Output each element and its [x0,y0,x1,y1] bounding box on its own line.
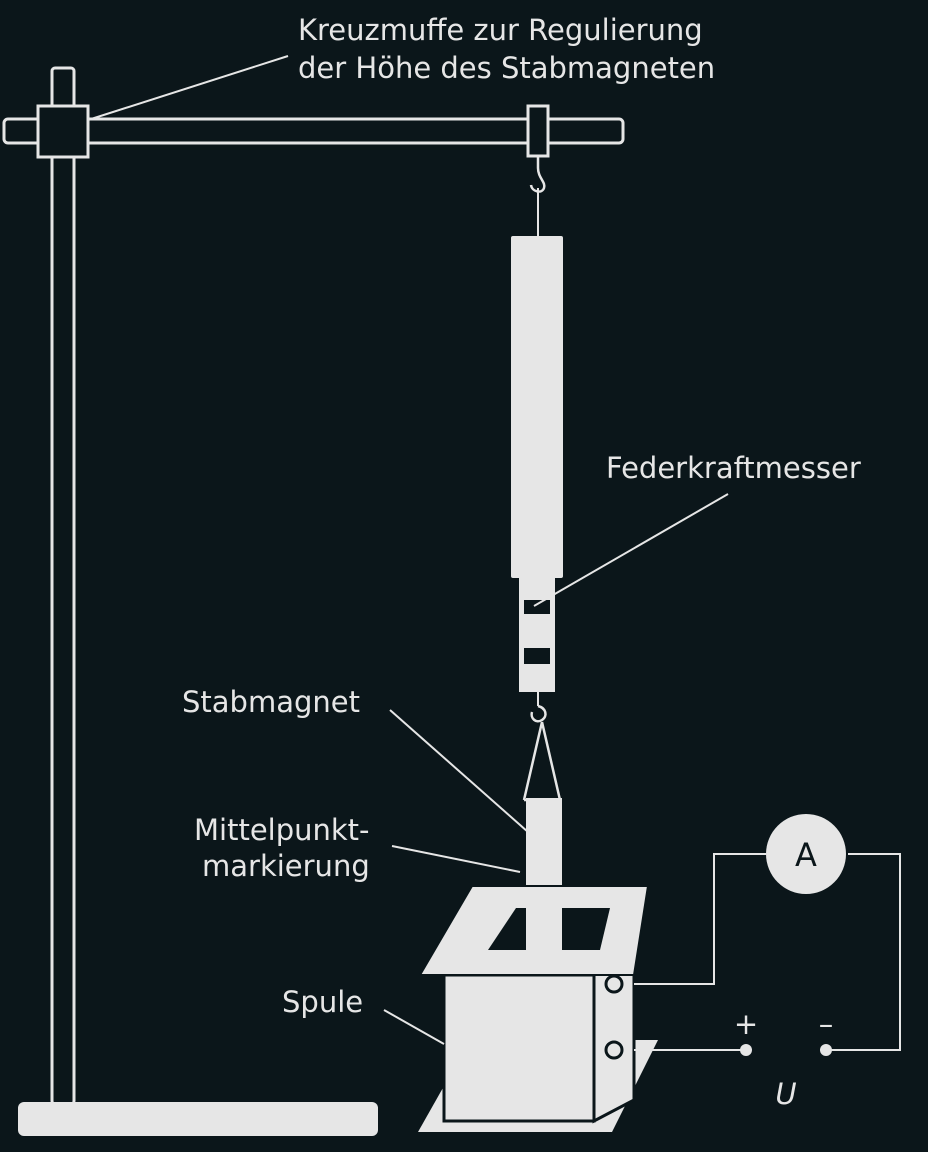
hanger-clamp [526,104,550,158]
leader-stabmagnet [389,709,529,833]
wire-from-ammeter [826,853,901,1051]
leader-federkraftmesser [533,493,729,607]
voltage-label: U [775,1077,796,1111]
leader-spule [383,1009,445,1045]
hook-top-icon [529,156,546,193]
bar-magnet-inside [526,908,562,950]
suspension-strings [522,721,562,802]
terminal-top-icon [604,974,624,994]
stand-rod [50,66,76,1106]
plus-terminal-icon [740,1044,752,1056]
minus-terminal-icon [820,1044,832,1056]
coil-side [592,954,636,1124]
stand-base [18,1102,378,1136]
wire-to-ammeter [634,853,766,985]
ammeter-icon [766,814,846,894]
leader-mittelpunkt [391,845,521,873]
label-stabmagnet: Stabmagnet [182,685,360,719]
hook-bottom-icon [530,704,547,723]
scale-mark-1 [524,600,550,614]
minus-label: – [819,1007,834,1041]
label-kreuzmuffe-line1: Kreuzmuffe zur Regulierung [298,13,703,47]
ammeter-label: A [795,836,817,874]
horizontal-rod [2,117,625,145]
scale-mark-2 [524,648,550,664]
label-kreuzmuffe-line2: der Höhe des Stabmagneten [298,51,715,85]
terminal-bottom-icon [604,1040,624,1060]
label-federkraftmesser: Federkraftmesser [606,451,861,485]
plus-label: + [734,1007,758,1041]
label-spule: Spule [282,985,363,1019]
spring-scale-barrel [519,578,555,692]
label-mittelpunkt-line2: markierung [202,849,370,883]
coil-box [442,973,596,1123]
spring-scale-body [511,236,563,578]
cross-clamp [36,104,90,159]
leader-kreuzmuffe [87,55,289,121]
label-mittelpunkt-line1: Mittelpunkt- [194,813,370,847]
